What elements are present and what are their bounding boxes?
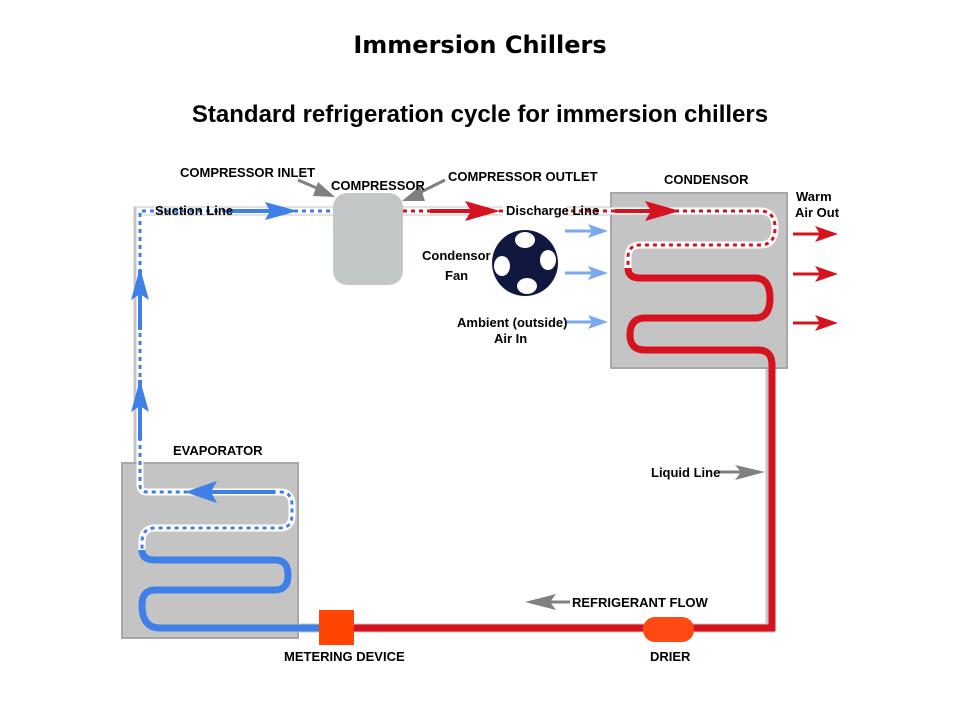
metering-device (319, 610, 354, 645)
label-compressor-outlet: COMPRESSOR OUTLET (448, 169, 598, 184)
discharge-arrow-1 (465, 201, 500, 221)
label-ambient-air-in-1: Ambient (outside) (457, 315, 568, 330)
compressor (333, 193, 403, 285)
evaporator-coil (138, 549, 320, 632)
label-discharge-line: Discharge Line (506, 203, 599, 218)
drier (643, 617, 694, 642)
air-out-arrows (793, 226, 838, 331)
evaporator-arrow-left (185, 481, 217, 503)
label-warm-air-out-1: Warm (796, 189, 832, 204)
condensor-coil (340, 267, 776, 632)
suction-arrow-up-2 (131, 380, 149, 412)
suction-arrow-right (265, 202, 298, 220)
label-refrigerant-flow: REFRIGERANT FLOW (572, 595, 708, 610)
label-ambient-air-in-2: Air In (494, 331, 527, 346)
label-metering-device: METERING DEVICE (284, 649, 405, 664)
label-compressor: COMPRESSOR (331, 178, 426, 193)
label-liquid-line: Liquid Line (651, 465, 720, 480)
condensor-fan-icon (492, 230, 558, 296)
discharge-arrow-2 (645, 201, 680, 221)
label-warm-air-out-2: Air Out (795, 205, 840, 220)
slide-title: Immersion Chillers (353, 31, 607, 59)
label-compressor-inlet: COMPRESSOR INLET (180, 165, 315, 180)
suction-arrow-up-1 (131, 268, 149, 300)
label-drier: DRIER (650, 649, 691, 664)
label-condensor-fan-2: Fan (445, 268, 468, 283)
label-suction-line: Suction Line (155, 203, 233, 218)
label-condensor: CONDENSOR (664, 172, 749, 187)
label-evaporator: EVAPORATOR (173, 443, 263, 458)
callout-arrows (297, 178, 765, 610)
slide-subtitle: Standard refrigeration cycle for immersi… (191, 101, 769, 128)
label-condensor-fan-1: Condensor (422, 248, 491, 263)
air-in-arrows (565, 224, 608, 329)
